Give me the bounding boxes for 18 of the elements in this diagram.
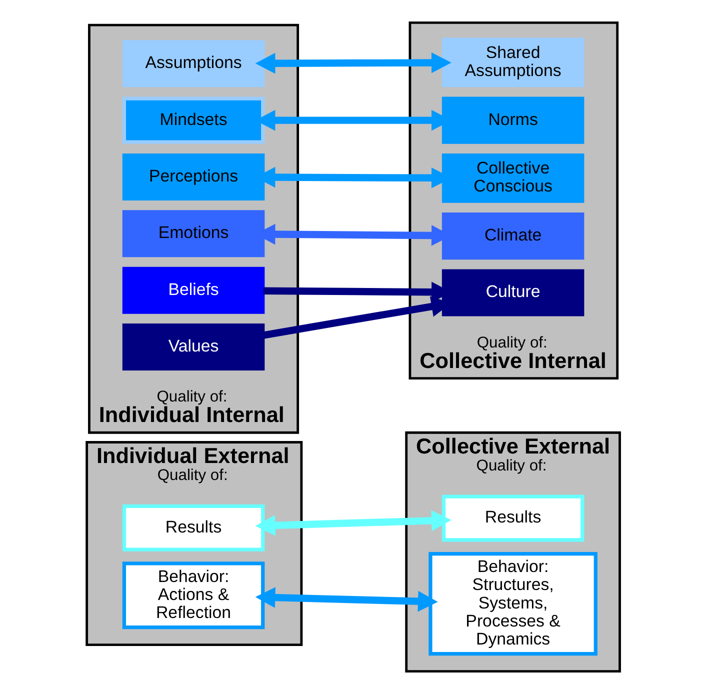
node-box: Emotions — [122, 210, 265, 258]
node-box: Behavior: Actions & Reflection — [122, 562, 265, 630]
node-box: Norms — [442, 96, 584, 144]
node-box: Results — [122, 504, 265, 552]
node-box: Mindsets — [122, 96, 265, 144]
arrow — [255, 510, 452, 536]
node-box: Results — [442, 494, 584, 542]
node-box: Culture — [442, 269, 584, 316]
arrow — [255, 587, 438, 612]
node-box: Beliefs — [122, 266, 265, 314]
node-box: Perceptions — [122, 153, 265, 200]
node-box: Assumptions — [122, 40, 265, 88]
node-box: Behavior: Structures, Systems, Processes & Dynamics — [428, 552, 598, 656]
node-box: Climate — [442, 212, 584, 260]
node-box: Collective Conscious — [442, 153, 584, 203]
arrow — [255, 52, 452, 74]
node-box: Shared Assumptions — [442, 38, 584, 88]
node-box: Values — [122, 323, 265, 371]
